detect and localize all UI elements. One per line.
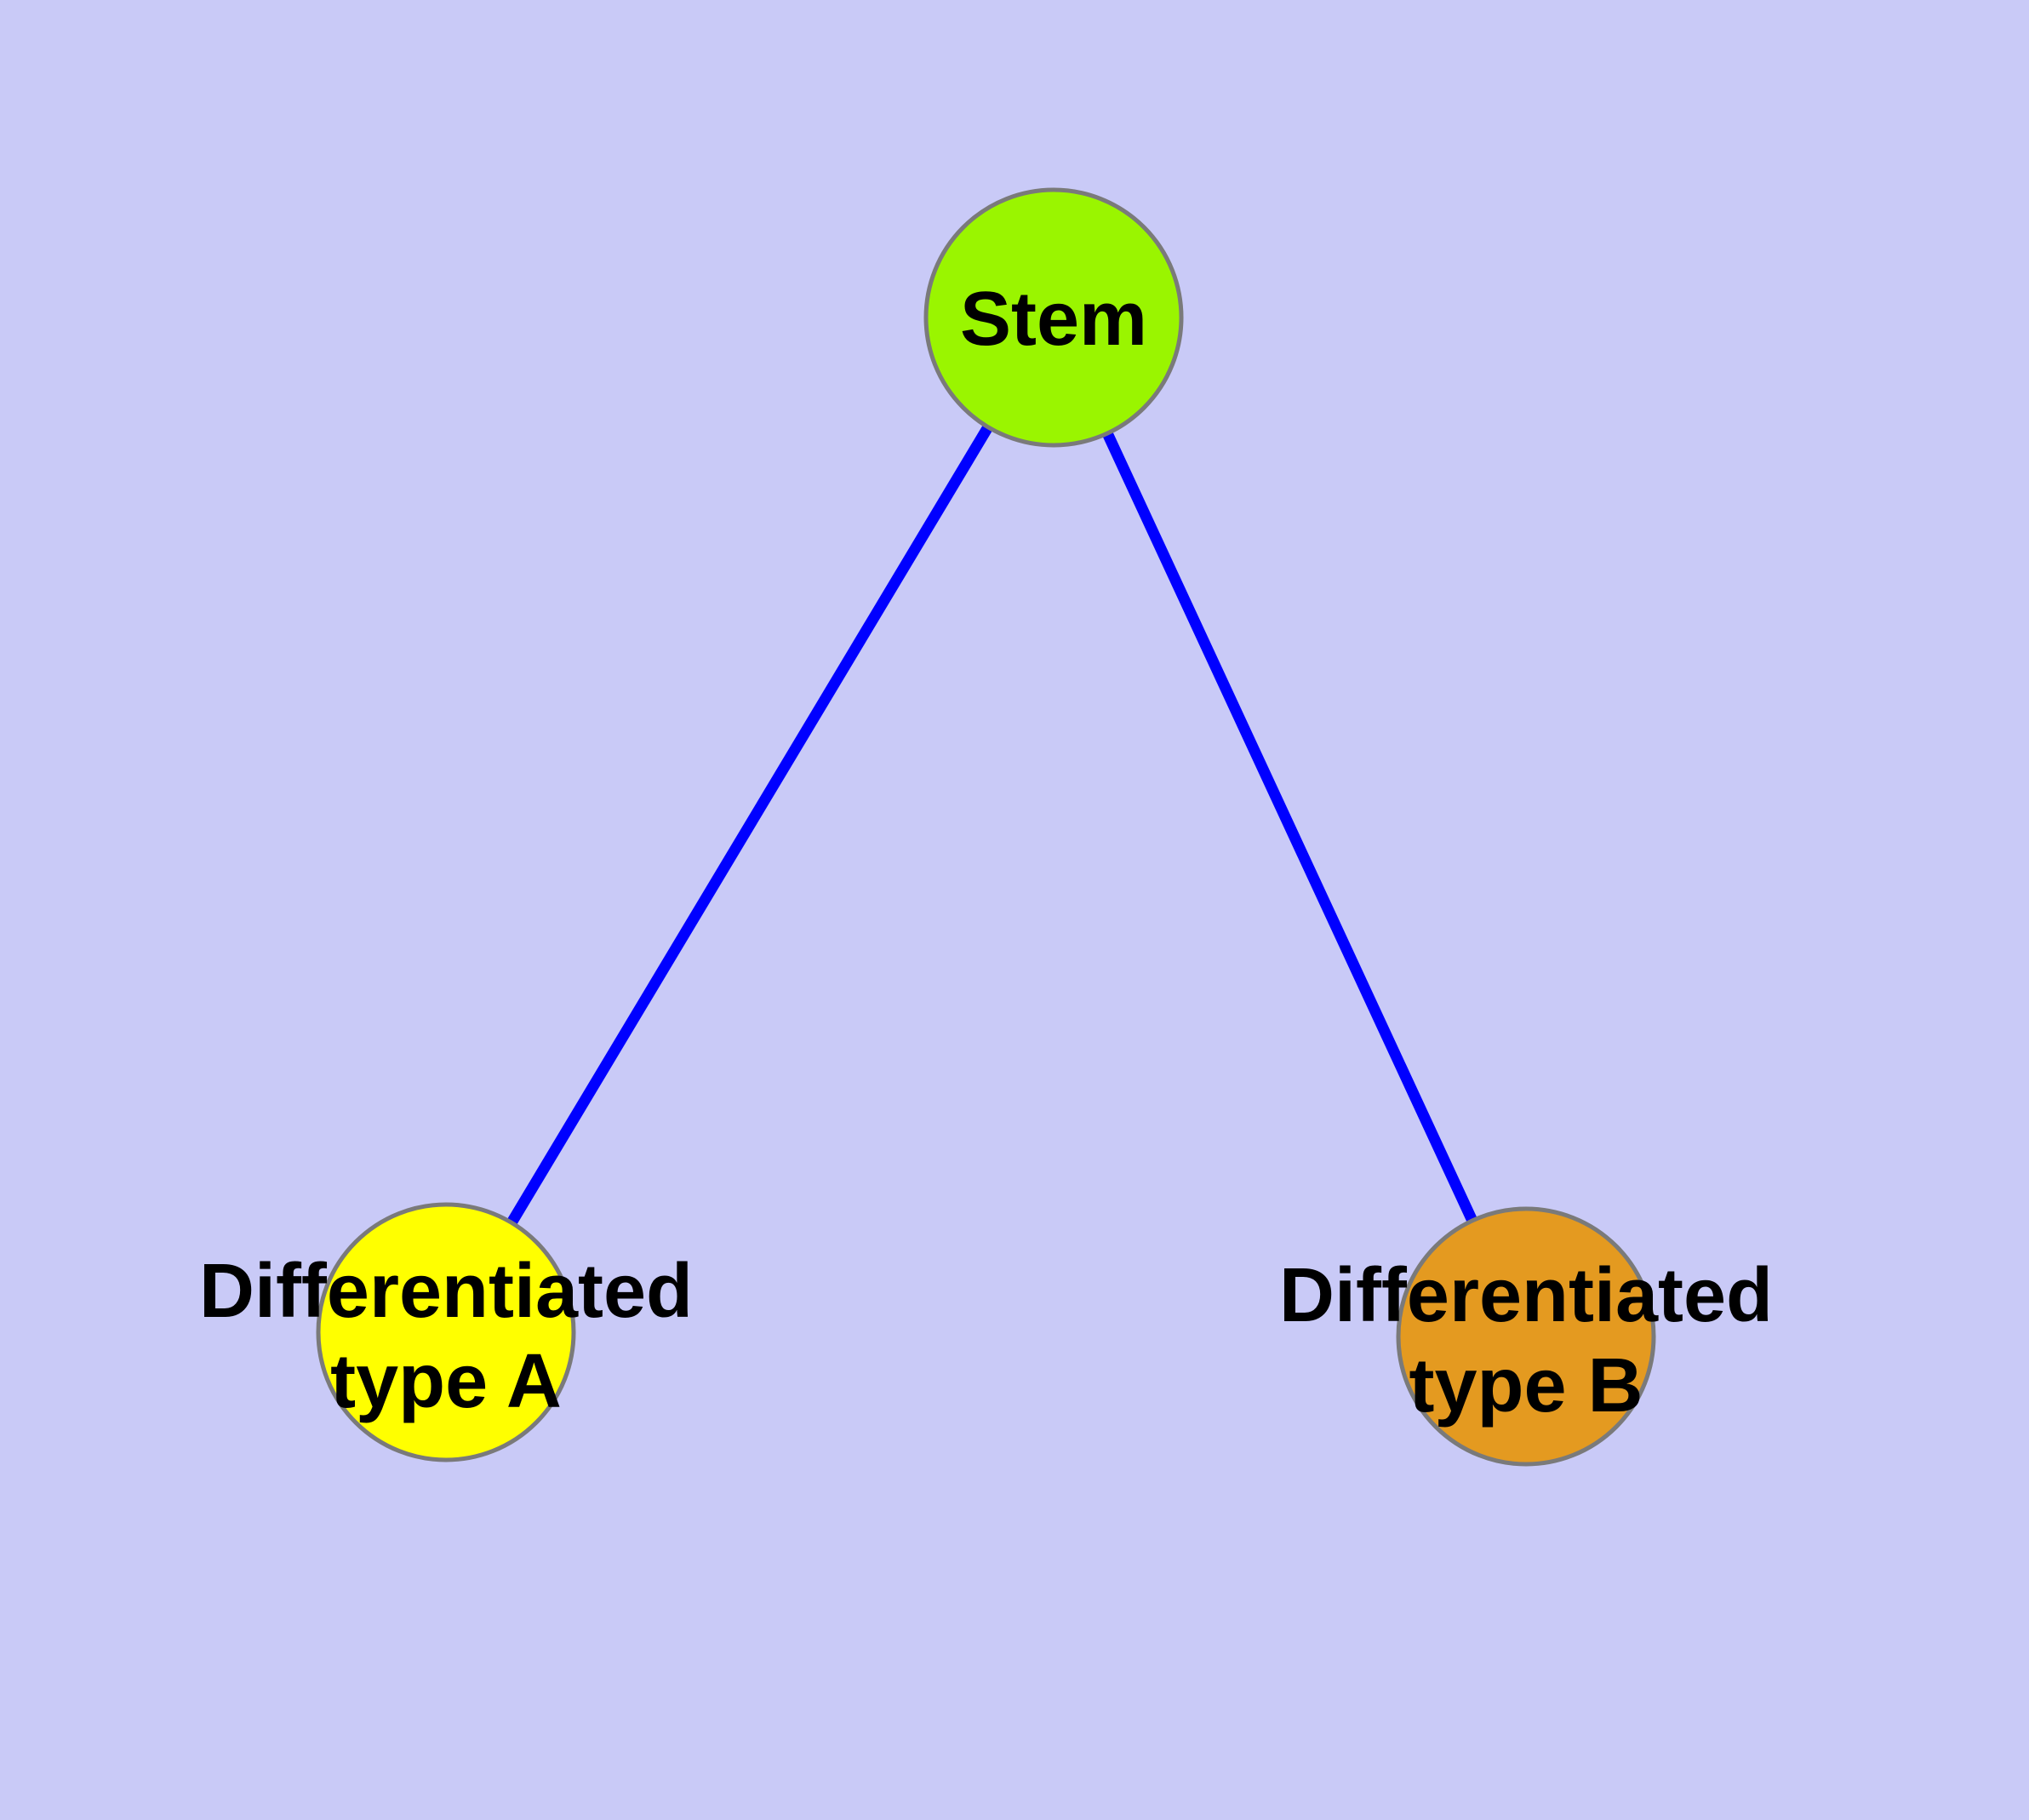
node-stem-label: Stem xyxy=(960,277,1147,362)
node-stem-circle[interactable] xyxy=(923,187,1184,448)
node-type-a-label-line1: Differentiated xyxy=(199,1249,693,1334)
node-differentiated-type-a xyxy=(316,1202,576,1462)
node-type-b-label-line1: Differentiated xyxy=(1279,1253,1773,1338)
node-type-b-circle[interactable] xyxy=(1396,1206,1656,1467)
edge-layer xyxy=(441,314,1531,1339)
edge-stem-to-type-a xyxy=(441,314,1059,1336)
node-stem xyxy=(923,187,1184,448)
node-type-a-circle[interactable] xyxy=(316,1202,576,1462)
node-type-b-label-line2: type B xyxy=(1409,1343,1643,1428)
node-differentiated-type-b xyxy=(1396,1206,1656,1467)
edge-stem-to-type-b xyxy=(1049,315,1531,1339)
label-layer: Stem Differentiated type A Differentiate… xyxy=(199,277,1773,1428)
node-type-a-label-line2: type A xyxy=(330,1339,562,1424)
